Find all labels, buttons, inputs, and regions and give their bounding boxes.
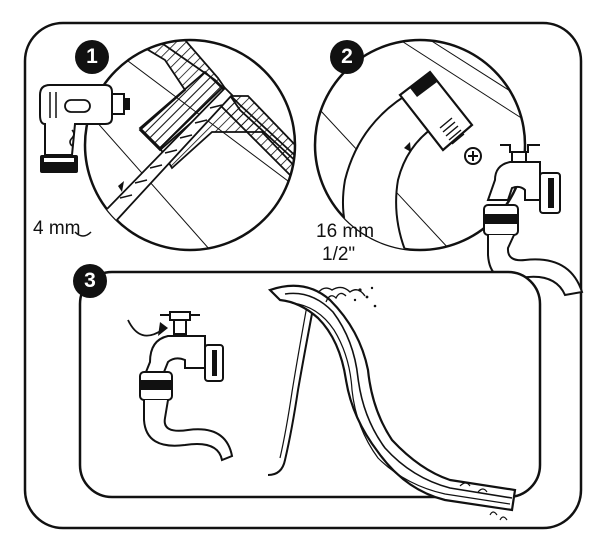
hose-section: [267, 297, 316, 476]
hose-size-metric-label: 16 mm: [316, 221, 375, 242]
step-3-badge: 3: [73, 264, 107, 298]
step-1-panel: [39, 38, 297, 252]
power-drill-icon: [39, 84, 130, 173]
step-2-number: 2: [341, 45, 353, 68]
rotate-arrow-icon: [127, 319, 168, 337]
water-tap-icon: [139, 311, 234, 462]
water-slide-icon: [267, 284, 517, 521]
step-2-badge: 2: [330, 40, 364, 74]
step-1-number: 1: [86, 45, 98, 68]
step-1-badge: 1: [75, 40, 109, 74]
step-3-number: 3: [84, 269, 96, 292]
hose-clamp-icon: [398, 70, 482, 165]
hose-size-imperial-label: 1/2": [322, 244, 356, 265]
water-tap-icon: [483, 144, 584, 297]
step-3-panel: [78, 270, 542, 521]
drill-size-label: 4 mm: [33, 218, 81, 239]
step-2-panel: [313, 38, 527, 252]
